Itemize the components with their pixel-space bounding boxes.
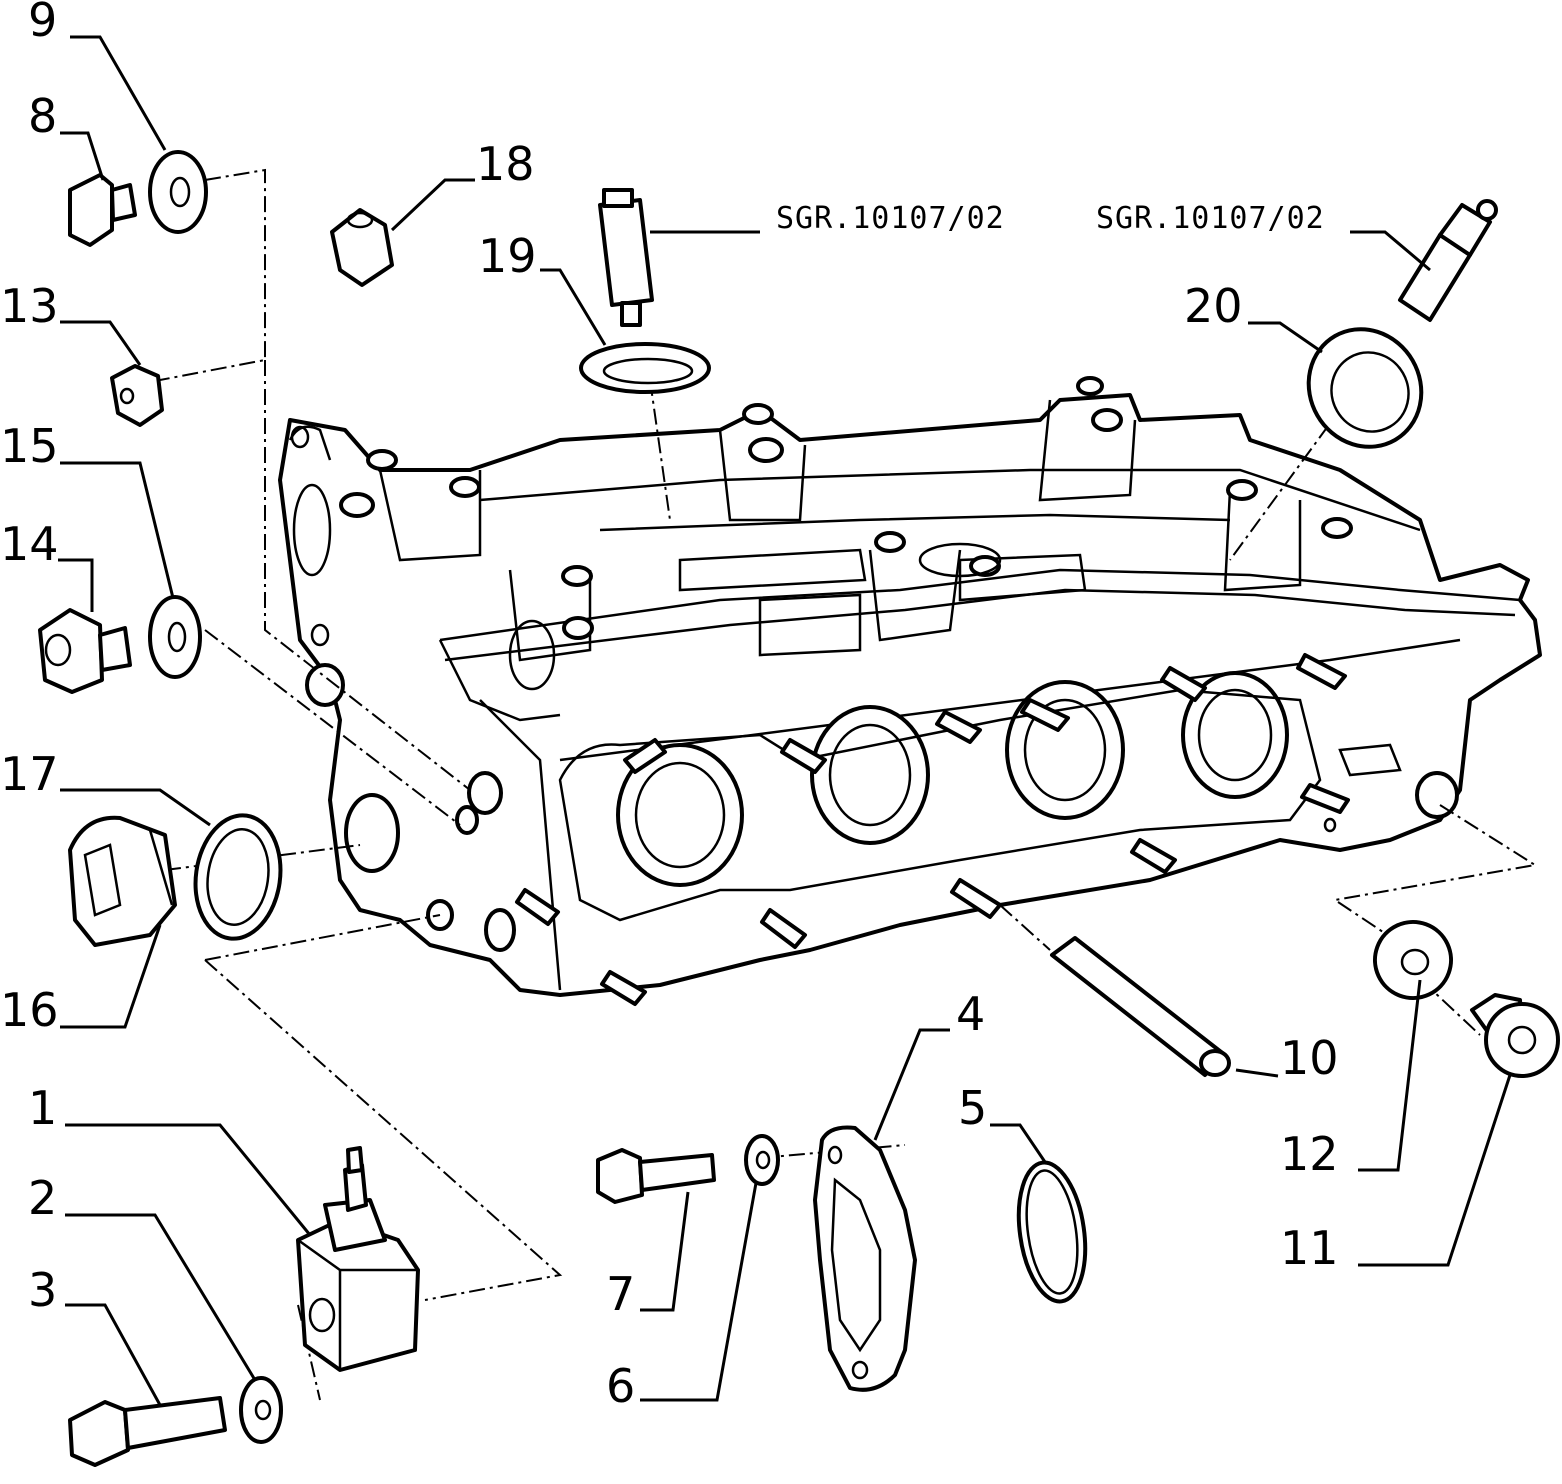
callout-1: 1 <box>28 1081 57 1135</box>
callout-8: 8 <box>28 89 57 143</box>
part-6-washer <box>744 1134 780 1186</box>
part-15-washer <box>148 595 202 679</box>
callout-13: 13 <box>0 279 59 333</box>
part-8-plug <box>68 173 137 247</box>
part-10-stud <box>1050 936 1231 1077</box>
callout-12: 12 <box>1280 1127 1339 1181</box>
part-9-washer <box>148 150 208 234</box>
valve-guide-left <box>598 188 654 327</box>
reference-codes: SGR.10107/02 SGR.10107/02 <box>776 201 1325 236</box>
part-2-washer <box>239 1376 283 1444</box>
callout-20: 20 <box>1184 279 1243 333</box>
callout-11: 11 <box>1280 1221 1339 1275</box>
callout-4: 4 <box>956 987 985 1041</box>
callout-5: 5 <box>958 1081 987 1135</box>
valve-guide-right <box>1398 199 1498 322</box>
part-18-nut <box>330 208 394 287</box>
callout-17: 17 <box>0 747 59 801</box>
callout-2: 2 <box>28 1171 57 1225</box>
part-11-plug <box>1470 993 1560 1078</box>
callout-19: 19 <box>478 229 537 283</box>
part-5-oring <box>1016 1160 1088 1304</box>
part-16-plug <box>68 815 177 947</box>
callout-15: 15 <box>0 419 59 473</box>
part-3-bolt <box>68 1396 227 1467</box>
reference-code-right: SGR.10107/02 <box>1096 201 1325 236</box>
callout-3: 3 <box>28 1263 57 1317</box>
part-19-valve-seal <box>579 342 711 394</box>
callout-7: 7 <box>606 1267 635 1321</box>
callout-9: 9 <box>28 0 57 47</box>
part-1-sensor <box>296 1146 420 1372</box>
callout-16: 16 <box>0 983 59 1037</box>
leader-lines <box>58 35 1512 1406</box>
callout-labels: 9 8 18 19 20 13 15 14 17 16 1 2 3 7 6 4 … <box>0 0 1339 1413</box>
part-12-washer <box>1373 920 1453 1000</box>
callout-14: 14 <box>0 517 59 571</box>
part-13-plug <box>110 364 164 427</box>
callout-10: 10 <box>1280 1031 1339 1085</box>
callout-6: 6 <box>606 1359 635 1413</box>
reference-code-left: SGR.10107/02 <box>776 201 1005 236</box>
part-14-plug <box>38 608 132 694</box>
cylinder-head <box>278 376 1542 1006</box>
part-20-valve-seal <box>1306 327 1424 449</box>
part-7-bolt <box>596 1148 716 1204</box>
callout-18: 18 <box>476 137 535 191</box>
part-4-cover <box>813 1125 917 1392</box>
part-17-ring <box>193 813 283 941</box>
